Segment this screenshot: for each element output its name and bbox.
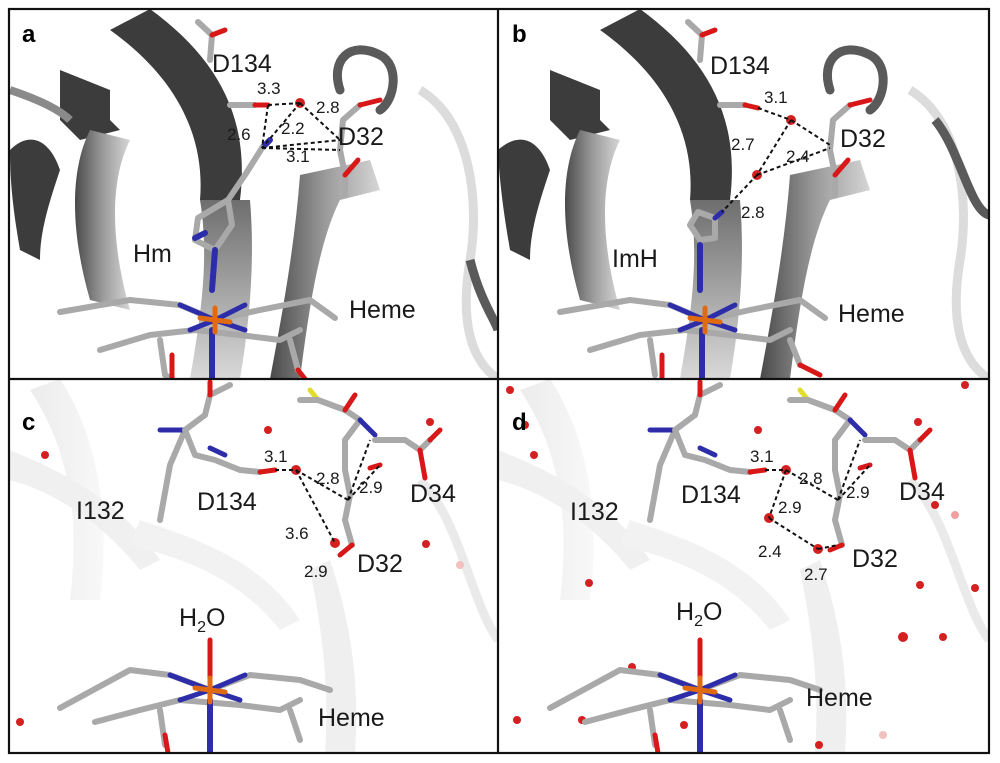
water-molecule xyxy=(914,418,922,426)
distance-label: 2.8 xyxy=(316,98,340,117)
heme-label: Heme xyxy=(838,300,905,328)
distance-label: 3.1 xyxy=(286,147,310,166)
distance-label: 2.9 xyxy=(846,483,870,502)
panel-b xyxy=(498,9,989,379)
water-molecule xyxy=(951,511,959,519)
heme-label: Heme xyxy=(318,704,385,732)
water-molecule xyxy=(931,501,939,509)
water-molecule xyxy=(680,721,688,729)
residue-label: D32 xyxy=(852,545,898,573)
residue-label: I132 xyxy=(76,497,125,525)
residue-label: I132 xyxy=(570,498,619,526)
heme-c xyxy=(57,637,333,753)
distance-label: 2.9 xyxy=(304,562,328,581)
water-molecule xyxy=(879,731,887,739)
water-molecule xyxy=(939,633,947,641)
residue-label: D34 xyxy=(899,478,945,506)
residue-label: D32 xyxy=(357,550,403,578)
distance-label: 3.6 xyxy=(285,524,309,543)
hydrogen-bonds-c xyxy=(275,439,381,544)
distance-label: 3.1 xyxy=(264,447,288,466)
d134-sidechain-a xyxy=(195,19,271,108)
distance-label: 2.8 xyxy=(741,203,765,222)
distance-label: 3.1 xyxy=(764,88,788,107)
water-molecule xyxy=(330,538,340,548)
residue-label: D134 xyxy=(197,488,257,516)
d134-i132-sidechains xyxy=(647,379,768,523)
water-molecule xyxy=(530,451,538,459)
panel-a xyxy=(9,9,498,379)
water-molecule xyxy=(422,540,430,548)
distance-label: 2.9 xyxy=(359,478,383,497)
heme-d xyxy=(547,637,823,753)
distance-label: 2.6 xyxy=(227,125,251,144)
water-molecule xyxy=(506,386,514,394)
distance-label: 2.9 xyxy=(778,498,802,517)
heme-label: Heme xyxy=(349,296,416,324)
residue-label: D34 xyxy=(410,480,456,508)
water-molecule xyxy=(754,426,762,434)
residue-label: D134 xyxy=(681,481,741,509)
water-molecule xyxy=(41,451,49,459)
panel-d xyxy=(498,379,989,753)
d134-sidechain-b xyxy=(685,19,761,111)
d134-i132-sidechains xyxy=(157,379,278,523)
water-label: H2O xyxy=(179,604,225,636)
distance-label: 2.4 xyxy=(758,542,782,561)
heme-b xyxy=(557,297,828,379)
distance-label: 3.3 xyxy=(257,79,281,98)
water-molecule xyxy=(961,381,969,389)
water-molecule xyxy=(513,716,521,724)
water-molecule xyxy=(916,581,924,589)
water-molecule xyxy=(521,421,529,429)
distance-label: 2.2 xyxy=(281,119,305,138)
panel-letter: c xyxy=(22,409,35,436)
hydrogen-bonds-b xyxy=(721,107,831,213)
hydrogen-bonds-d xyxy=(765,439,871,550)
panel-borders xyxy=(7,7,991,755)
distance-label: 2.8 xyxy=(316,469,340,488)
heme-label: Heme xyxy=(806,684,873,712)
hydrogen-bonds-a xyxy=(261,102,341,151)
water-molecule xyxy=(971,584,979,592)
distance-label: 2.7 xyxy=(731,135,755,154)
distance-label: 2.4 xyxy=(786,147,810,166)
imidazole-ligand xyxy=(687,209,725,293)
panel-letter: d xyxy=(512,409,527,436)
panel-c xyxy=(9,379,498,753)
water-molecule xyxy=(585,579,593,587)
residue-label: D32 xyxy=(338,123,384,151)
distance-label: 3.1 xyxy=(750,447,774,466)
water-molecule xyxy=(16,718,24,726)
water-molecule xyxy=(898,632,908,642)
water-molecule xyxy=(426,418,434,426)
distance-label: 2.7 xyxy=(804,565,828,584)
water-molecule xyxy=(815,741,823,749)
water-molecule xyxy=(456,561,464,569)
water-molecule xyxy=(264,426,272,434)
panel-letter: a xyxy=(22,21,36,48)
distance-label: 2.8 xyxy=(799,469,823,488)
ligand-label: Hm xyxy=(133,240,172,268)
heme-a xyxy=(57,297,338,379)
d32-d34-sidechains xyxy=(297,387,443,558)
water-label: H2O xyxy=(676,598,722,630)
ligand-label: ImH xyxy=(612,245,658,273)
histamine-ligand xyxy=(192,137,273,293)
panel-letter: b xyxy=(512,21,527,48)
d32-sidechain-a xyxy=(337,97,383,198)
residue-label: D134 xyxy=(212,50,272,78)
residue-label: D32 xyxy=(840,125,886,153)
d32-sidechain-b xyxy=(827,97,873,198)
residue-label: D134 xyxy=(710,52,770,80)
